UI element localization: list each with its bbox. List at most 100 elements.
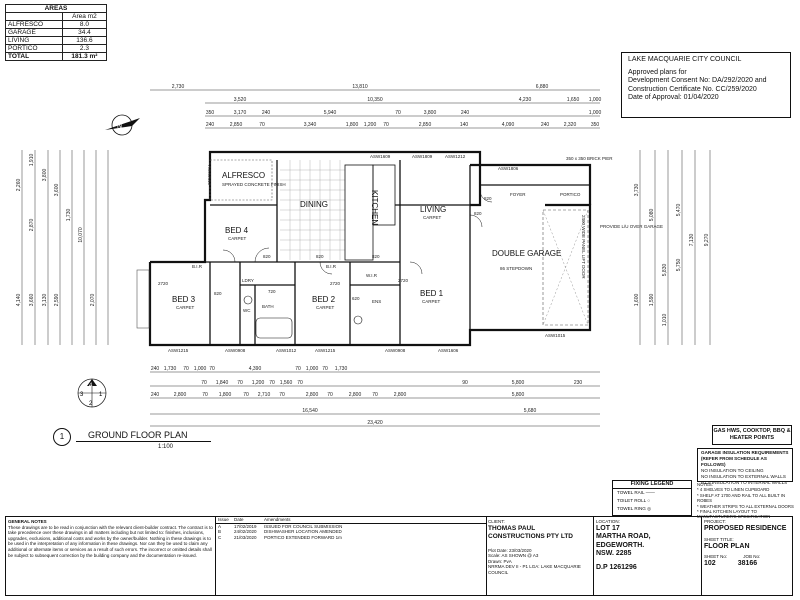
dim-label: 5,800	[512, 392, 525, 398]
dim-label: 9,270	[704, 234, 710, 247]
dim-label: 5,750	[676, 259, 682, 272]
dim-label: 70	[237, 380, 243, 386]
dim-label: 2,800	[306, 392, 319, 398]
note-line: * WEATHER STRIPS TO ALL EXTERNAL DOORS	[697, 503, 794, 509]
bathtub	[255, 317, 293, 339]
window-label: ASW0908	[225, 348, 246, 353]
general-notes-title: GENERAL NOTES	[8, 519, 47, 524]
plan-title: GROUND FLOOR PLAN	[88, 430, 188, 440]
dim-label: 5,470	[676, 204, 682, 217]
dim-label: 2,800	[174, 392, 187, 398]
room-alfresco-sub: SPRAYED CONCRETE FINISH	[222, 182, 286, 187]
window-label: ASW2115	[207, 165, 212, 185]
note-line: * 4 SHELVES TO LINEN CUPBOARD	[697, 487, 770, 493]
dim-label: 1,730	[66, 209, 72, 222]
dim-label: 3,600	[54, 184, 60, 197]
dim-label: 2,800	[394, 392, 407, 398]
issue-row: C 21/03/2020 PORTICO EXTENDED FORWARD 1m	[218, 534, 342, 540]
window-label: ASW1606	[438, 348, 459, 353]
towel-rail-icon: ——	[645, 490, 655, 495]
dim-label: 2,260	[16, 179, 22, 192]
window-label: ASW1215	[315, 348, 336, 353]
general-notes-text: These drawings are to be read in conjunc…	[8, 524, 213, 558]
insulation-line: NO INSULATION TO CEILING	[701, 468, 764, 473]
dim-label: 2,320	[564, 122, 577, 128]
notes-title: NOTES:	[697, 482, 713, 487]
area-total-value: 181.3 m²	[61, 52, 108, 61]
north-arrow-icon: N	[105, 114, 140, 136]
dim-label: 23,420	[367, 420, 383, 426]
room-ldry: LDRY	[242, 278, 254, 283]
right-dimensions: 3,730 5,080 1,590 5,830 1,010 9,270 5,75…	[634, 184, 710, 327]
dim-label: 230	[574, 380, 583, 386]
room-kitchen: KITCHEN	[370, 190, 379, 225]
council-name: LAKE MACQUARIE CITY COUNCIL	[628, 56, 742, 63]
door-label: 2720	[330, 281, 341, 286]
dim-label: 1,200	[252, 380, 265, 386]
dim-label: 70	[297, 380, 303, 386]
svg-text:1: 1	[99, 392, 103, 398]
dim-label: 1,590	[649, 294, 655, 307]
door-swings	[222, 189, 493, 275]
project-name: PROPOSED RESIDENCE	[704, 524, 787, 532]
dim-label: 1,000	[589, 110, 602, 116]
note-line: * SHELF AT 1700 AND RAIL TO ALL BUILT IN…	[697, 492, 786, 504]
room-living-sub: CARPET	[423, 215, 442, 220]
dim-label: 10,070	[78, 227, 84, 243]
room-foyer: FOYER	[510, 192, 526, 197]
door-label: 820	[474, 211, 482, 216]
door-label: 820	[214, 291, 222, 296]
door-label: 620	[352, 296, 360, 301]
window-label: ASW1012	[276, 348, 297, 353]
sheet-number: 102	[704, 559, 716, 567]
dim-label: 70	[183, 366, 189, 372]
dim-label: 3,130	[42, 294, 48, 307]
approval-line: Date of Approval: 01/04/2020	[628, 94, 719, 102]
dim-label: 70	[295, 366, 301, 372]
kitchen-island	[372, 164, 396, 226]
garage-panel-door	[542, 209, 589, 326]
council-approval-box: LAKE MACQUARIE CITY COUNCIL Approved pla…	[621, 52, 791, 118]
room-garage: DOUBLE GARAGE	[492, 249, 561, 258]
client-block: CLIENT: THOMAS PAUL CONSTRUCTIONS PTY LT…	[486, 517, 594, 595]
dim-label: 3,170	[234, 110, 247, 116]
dim-label: 5,800	[512, 380, 525, 386]
room-ens: ENS	[372, 299, 381, 304]
dim-label: 1,800	[346, 122, 359, 128]
dim-label: 240	[151, 392, 160, 398]
window-label: ASW0908	[385, 348, 406, 353]
dim-label: 70	[243, 392, 249, 398]
dim-label: 70	[269, 380, 275, 386]
door-label: 2720	[158, 281, 169, 286]
svg-text:2: 2	[89, 401, 93, 407]
dim-label: 4,140	[16, 294, 22, 307]
dim-label: 70	[259, 122, 265, 128]
dimension-lines	[21, 89, 711, 427]
fixing-legend: FIXING LEGEND TOWEL RAIL —— TOILET ROLL …	[612, 480, 692, 516]
dim-label: 240	[461, 110, 470, 116]
room-living: LIVING	[420, 205, 446, 214]
approval-line: Approved plans for	[628, 68, 687, 76]
door-label: 820	[484, 196, 492, 201]
location-block: LOCATION: LOT 17 MARTHA ROAD, EDGEWORTH.…	[594, 517, 702, 595]
room-bed4-sub: CARPET	[228, 236, 247, 241]
fixing-item: TOILET ROLL ○	[617, 498, 651, 503]
dim-label: 3,520	[234, 97, 247, 103]
dim-label: 3,660	[29, 294, 35, 307]
window-label: ASW1809	[412, 154, 433, 159]
room-bed3-sub: CARPET	[176, 305, 195, 310]
dim-label: 3,800	[42, 169, 48, 182]
dim-label: 70	[372, 392, 378, 398]
gas-points-box: GAS HWS, COOKTOP, BBQ & HEATER POINTS	[712, 425, 792, 445]
title-block: GENERAL NOTES These drawings are to be r…	[5, 516, 793, 596]
dim-label: 1,910	[29, 154, 35, 167]
window-label: ASW1609	[370, 154, 391, 159]
toilet-roll-icon: ○	[647, 498, 651, 503]
dim-label: 2,800	[349, 392, 362, 398]
ens-toilet	[353, 315, 363, 325]
room-bed4: BED 4	[225, 226, 249, 235]
dim-label: 4,390	[249, 366, 262, 372]
room-bed3: BED 3	[172, 295, 196, 304]
title-underline	[76, 441, 211, 442]
